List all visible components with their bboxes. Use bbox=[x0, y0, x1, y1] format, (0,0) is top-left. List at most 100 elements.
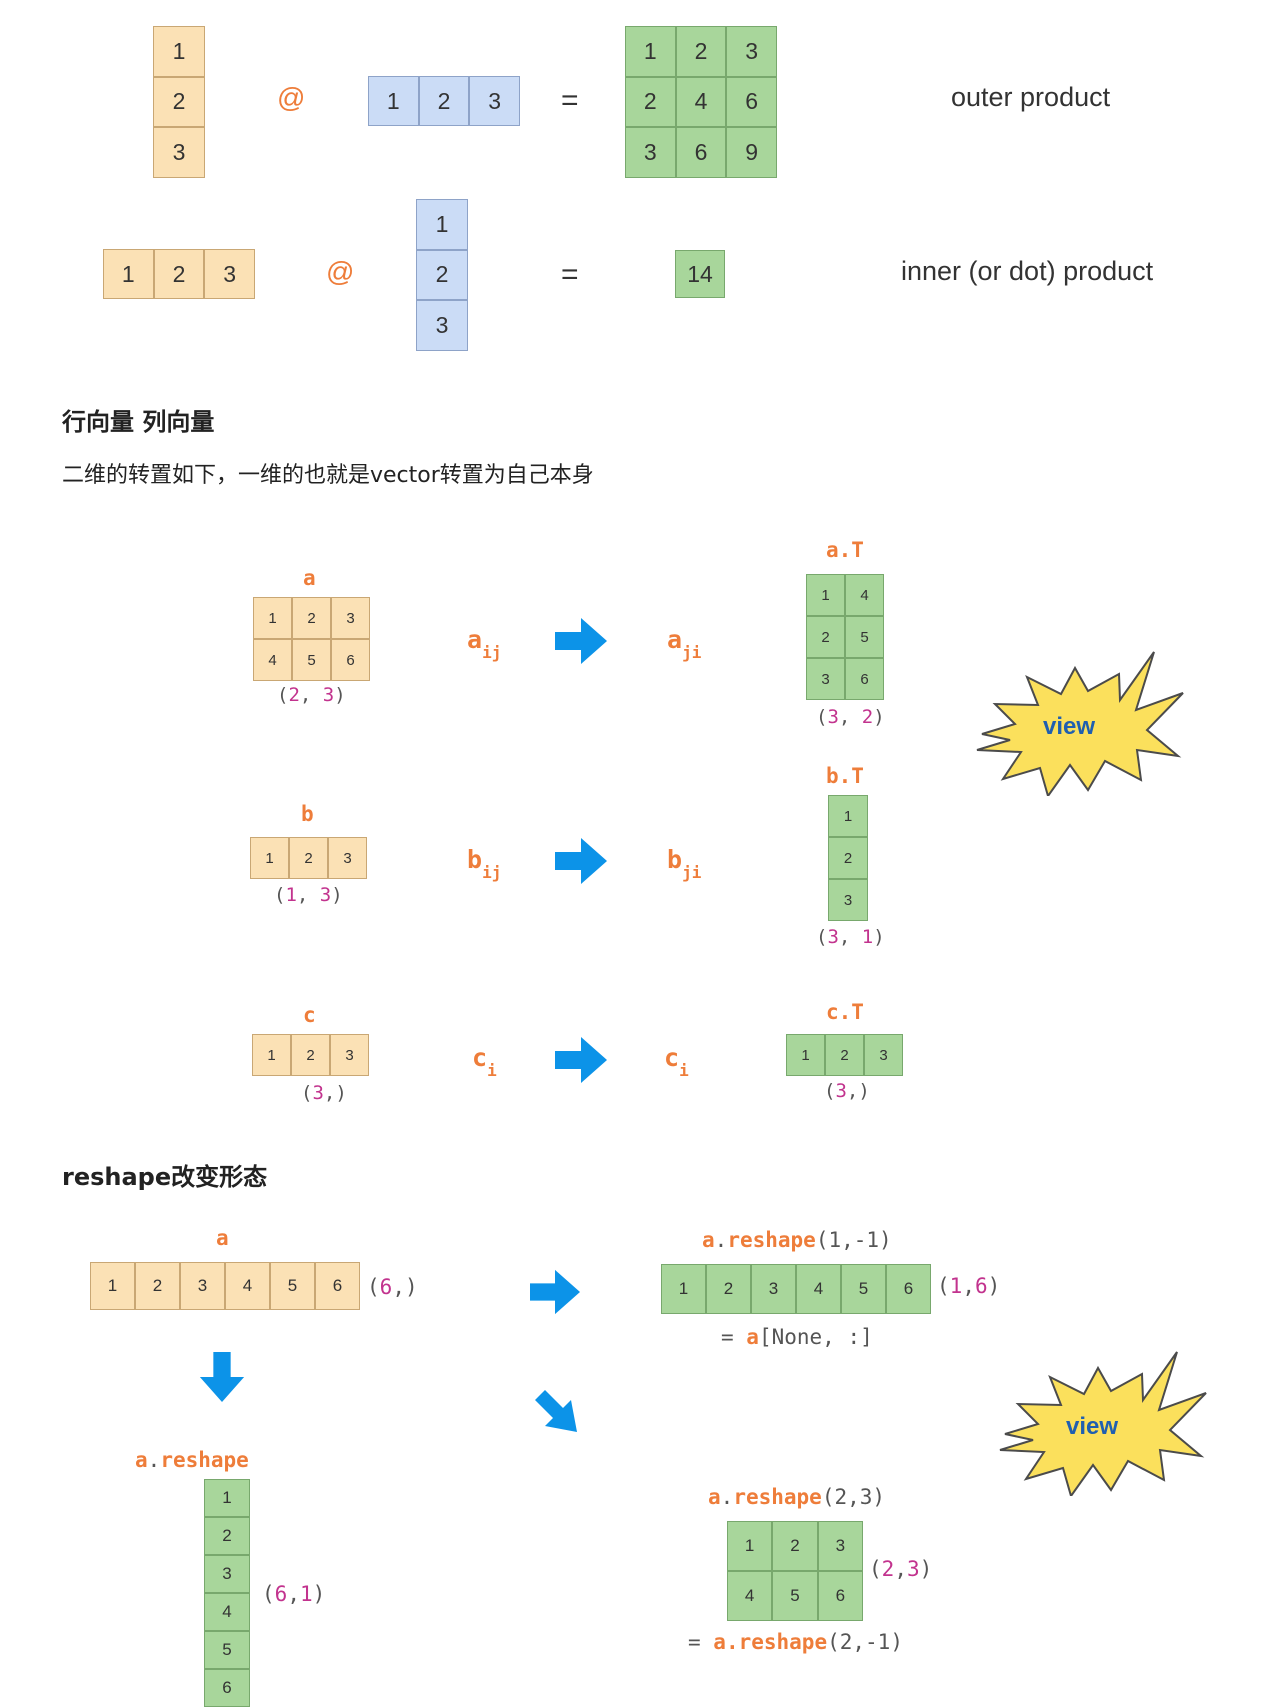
shape-number: 3 bbox=[312, 1082, 324, 1104]
matrix-cell: 9 bbox=[726, 127, 777, 178]
matrix-cell: 4 bbox=[253, 639, 292, 681]
matmul-operator: @ bbox=[277, 82, 306, 113]
index-sub: i bbox=[487, 1061, 497, 1080]
matrix-a: 1 2 3 4 5 6 bbox=[253, 597, 370, 681]
outer-result-matrix: 1 2 3 2 4 6 3 6 9 bbox=[625, 26, 777, 178]
matrix-cell: 5 bbox=[772, 1571, 818, 1621]
arrow-right-icon bbox=[555, 1037, 607, 1083]
matrix-cell: 2 bbox=[291, 1034, 330, 1076]
shape-number: 3 bbox=[827, 926, 839, 948]
shape-c: (3,) bbox=[301, 1082, 347, 1104]
method-args: (2,3) bbox=[821, 1485, 886, 1509]
matrix-cell: 4 bbox=[675, 76, 727, 128]
view-label: view bbox=[1066, 1413, 1118, 1440]
matrix-cell: 2 bbox=[706, 1264, 751, 1314]
index-base: a bbox=[667, 625, 683, 654]
index-base: c bbox=[664, 1043, 680, 1072]
inner-right-column-vector: 1 2 3 bbox=[416, 199, 468, 351]
section-title-vectors: 行向量 列向量 bbox=[62, 408, 215, 436]
matrix-name-a: a bbox=[303, 566, 316, 590]
matrix-cell: 6 bbox=[204, 1669, 250, 1707]
matmul-operator: @ bbox=[326, 256, 355, 287]
index-sub: ji bbox=[682, 643, 702, 662]
shape-mat: (2,3) bbox=[869, 1557, 933, 1581]
shape-tail: , bbox=[323, 1082, 336, 1104]
section-text-transpose: 二维的转置如下，一维的也就是vector转置为自己本身 bbox=[62, 463, 594, 488]
inner-result-scalar: 14 bbox=[675, 250, 725, 298]
var-name: a bbox=[702, 1228, 715, 1252]
shape-number: 2 bbox=[288, 684, 300, 706]
shape-number: 1 bbox=[285, 884, 297, 906]
matrix-cell: 3 bbox=[469, 76, 520, 126]
matrix-cell: 3 bbox=[864, 1034, 903, 1076]
matrix-cell: 1 bbox=[103, 249, 154, 299]
matrix-cell: 2 bbox=[828, 837, 868, 879]
matrix-cell: 3 bbox=[806, 658, 845, 700]
reshape-col-label: a.reshape bbox=[135, 1448, 249, 1472]
var-name: a bbox=[708, 1485, 721, 1509]
alias-var: a bbox=[713, 1630, 726, 1654]
shape-number: 3 bbox=[319, 884, 332, 906]
reshape-column-vector: 1 2 3 4 5 6 bbox=[204, 1479, 250, 1707]
matrix-cell: 1 bbox=[625, 26, 676, 77]
matrix-cell: 1 bbox=[806, 574, 845, 616]
matrix-name-b: b bbox=[301, 802, 314, 826]
index-c-i: ci bbox=[472, 1043, 497, 1080]
index-sub: ij bbox=[482, 643, 502, 662]
arrow-down-right-icon bbox=[535, 1390, 577, 1432]
index-b-ji: bji bbox=[667, 845, 701, 882]
matrix-cell: 1 bbox=[416, 199, 468, 250]
matrix-cell: 3 bbox=[180, 1262, 225, 1310]
matrix-b-t: 1 2 3 bbox=[828, 795, 868, 921]
matrix-cell: 4 bbox=[845, 574, 884, 616]
matrix-cell: 2 bbox=[153, 76, 205, 128]
shape-number: 6 bbox=[379, 1275, 393, 1299]
matrix-cell: 1 bbox=[153, 26, 205, 77]
matrix-cell: 2 bbox=[289, 837, 328, 879]
arrow-right-icon bbox=[530, 1269, 580, 1315]
shape-b-t: (3, 1) bbox=[816, 926, 885, 948]
arrow-right-icon bbox=[555, 838, 607, 884]
matrix-a-t: 1 4 2 5 3 6 bbox=[806, 574, 884, 700]
shape-number: 3 bbox=[827, 706, 839, 728]
matrix-cell: 4 bbox=[204, 1593, 250, 1631]
matrix-cell: 5 bbox=[845, 616, 884, 658]
view-starburst-icon: view bbox=[976, 651, 1184, 796]
shape-col: (6,1) bbox=[262, 1582, 326, 1606]
matrix-cell: 6 bbox=[817, 1571, 863, 1621]
reshape-matrix-2x3: 1 2 3 4 5 6 bbox=[727, 1521, 863, 1621]
matrix-b: 1 2 3 bbox=[250, 837, 367, 879]
method-name: reshape bbox=[160, 1448, 249, 1472]
matrix-cell: 6 bbox=[315, 1262, 360, 1310]
index-base: b bbox=[467, 845, 483, 874]
shape-number: 3 bbox=[906, 1557, 920, 1581]
index-base: b bbox=[667, 845, 683, 874]
shape-row: (1,6) bbox=[937, 1274, 1001, 1298]
shape-number: 2 bbox=[861, 706, 874, 728]
shape-number: 3 bbox=[835, 1080, 847, 1102]
matrix-cell: 3 bbox=[828, 879, 868, 921]
method-name: reshape bbox=[727, 1228, 816, 1252]
matrix-cell: 2 bbox=[675, 26, 727, 77]
reshape-row-alias: = a[None, :] bbox=[721, 1325, 873, 1349]
view-starburst-icon: view bbox=[999, 1351, 1207, 1496]
reshape-row-vector: 1 2 3 4 5 6 bbox=[661, 1264, 931, 1314]
matrix-cell: 14 bbox=[675, 250, 725, 298]
matrix-cell: 5 bbox=[270, 1262, 315, 1310]
matrix-cell: 2 bbox=[806, 616, 845, 658]
matrix-cell: 6 bbox=[886, 1264, 931, 1314]
shape-a: (2, 3) bbox=[277, 684, 346, 706]
reshape-row-label: a.reshape(1,-1) bbox=[702, 1228, 892, 1252]
index-sub: ij bbox=[482, 863, 502, 882]
matrix-cell: 1 bbox=[368, 76, 419, 126]
shape-b: (1, 3) bbox=[274, 884, 343, 906]
matrix-cell: 1 bbox=[252, 1034, 291, 1076]
inner-left-row-vector: 1 2 3 bbox=[103, 249, 255, 299]
matrix-cell: 3 bbox=[153, 127, 205, 178]
matrix-cell: 1 bbox=[661, 1264, 706, 1314]
shape-a-t: (3, 2) bbox=[816, 706, 885, 728]
shape-number: 2 bbox=[881, 1557, 895, 1581]
outer-left-column-vector: 1 2 3 bbox=[153, 26, 205, 178]
matrix-cell: 2 bbox=[204, 1517, 250, 1555]
matrix-cell: 1 bbox=[727, 1521, 773, 1571]
